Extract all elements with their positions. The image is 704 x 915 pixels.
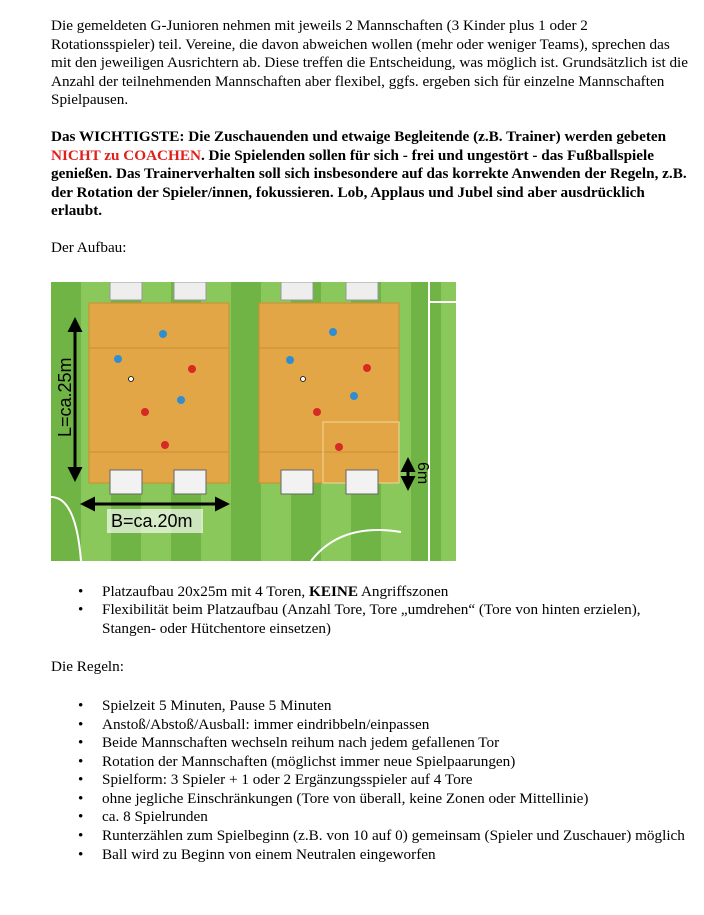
bullet: • xyxy=(78,582,84,600)
players xyxy=(114,327,371,451)
important-text-1: Das WICHTIGSTE: Die Zuschauenden und etw… xyxy=(51,127,667,145)
left-field xyxy=(88,302,230,484)
bullet: • xyxy=(78,827,84,845)
rules-list-item: •ca. 8 Spielrunden xyxy=(78,808,208,826)
important-text-2: . Die Spielenden sollen für sich - frei … xyxy=(51,146,687,220)
bullet: • xyxy=(78,789,84,807)
setup-list-item: •Flexibilität beim Platzaufbau (Anzahl T… xyxy=(78,601,641,637)
goal-distance-label: 6m xyxy=(414,462,431,484)
rules-list-item: •Anstoß/Abstoß/Ausball: immer eindribbel… xyxy=(78,715,430,733)
bullet: • xyxy=(78,696,84,714)
right-field xyxy=(258,302,400,484)
rules-list-item: •Beide Mannschaften wechseln reihum nach… xyxy=(78,734,500,752)
bullet: • xyxy=(78,715,84,733)
rules-list: •Spielzeit 5 Minuten, Pause 5 Minuten •A… xyxy=(51,697,691,864)
setup-list: •Platzaufbau 20x25m mit 4 Toren, KEINE A… xyxy=(51,583,691,639)
top-goals xyxy=(109,281,379,301)
rules-list-item: •Spielzeit 5 Minuten, Pause 5 Minuten xyxy=(78,696,332,714)
rules-list-item: •ohne jegliche Einschränkungen (Tore von… xyxy=(78,789,589,807)
bullet: • xyxy=(78,845,84,863)
bullet: • xyxy=(78,808,84,826)
important-paragraph: Das WICHTIGSTE: Die Zuschauenden und etw… xyxy=(51,128,691,221)
rules-list-item: •Spielform: 3 Spieler + 1 oder 2 Ergänzu… xyxy=(78,771,473,789)
field-setup-figure: L=ca.25m B=ca.20m 6m xyxy=(51,281,456,561)
rules-list-item: •Runterzählen zum Spielbeginn (z.B. von … xyxy=(78,827,685,845)
bullet: • xyxy=(78,771,84,789)
width-label: B=ca.20m xyxy=(111,511,193,531)
setup-heading: Der Aufbau: xyxy=(51,238,127,256)
rules-heading: Die Regeln: xyxy=(51,658,124,676)
bullet: • xyxy=(78,601,84,619)
no-coaching-highlight: NICHT zu COACHEN xyxy=(51,146,201,164)
length-label: L=ca.25m xyxy=(55,357,75,437)
setup-list-item: •Platzaufbau 20x25m mit 4 Toren, KEINE A… xyxy=(78,582,449,600)
bottom-goals xyxy=(109,469,379,495)
document-page: Die gemeldeten G-Junioren nehmen mit jew… xyxy=(51,17,691,864)
intro-paragraph: Die gemeldeten G-Junioren nehmen mit jew… xyxy=(51,17,689,109)
bullet: • xyxy=(78,734,84,752)
rules-list-item: •Ball wird zu Beginn von einem Neutralen… xyxy=(78,845,436,863)
rules-list-item: •Rotation der Mannschaften (möglichst im… xyxy=(78,752,516,770)
bullet: • xyxy=(78,752,84,770)
